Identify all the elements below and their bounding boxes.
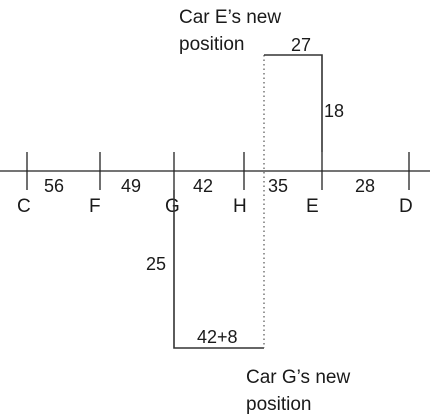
car-e-caption-line2: position	[179, 34, 245, 55]
point-label-h: H	[233, 196, 247, 217]
point-label-f: F	[89, 196, 101, 217]
segment-label-f-g: 49	[121, 176, 141, 196]
segment-label-c-f: 56	[44, 176, 64, 196]
car-e-path	[264, 54, 323, 152]
car-g-vertical-label: 25	[146, 254, 166, 274]
segment-label-h-e: 35	[268, 176, 288, 196]
car-g-caption-line2: position	[246, 394, 312, 415]
car-g-caption-line1: Car G’s new	[246, 367, 350, 388]
segment-label-g-h: 42	[193, 176, 213, 196]
point-label-d: D	[399, 196, 413, 217]
segment-label-e-d: 28	[355, 176, 375, 196]
car-g-path	[173, 190, 264, 349]
point-label-c: C	[17, 196, 31, 217]
car-e-horizontal-label: 27	[291, 35, 311, 55]
point-label-g: G	[165, 196, 180, 217]
car-g-horizontal-label: 42+8	[197, 327, 238, 347]
car-e-vertical-label: 18	[324, 101, 344, 121]
point-label-e: E	[306, 196, 319, 217]
car-e-caption-line1: Car E’s new	[179, 7, 281, 28]
